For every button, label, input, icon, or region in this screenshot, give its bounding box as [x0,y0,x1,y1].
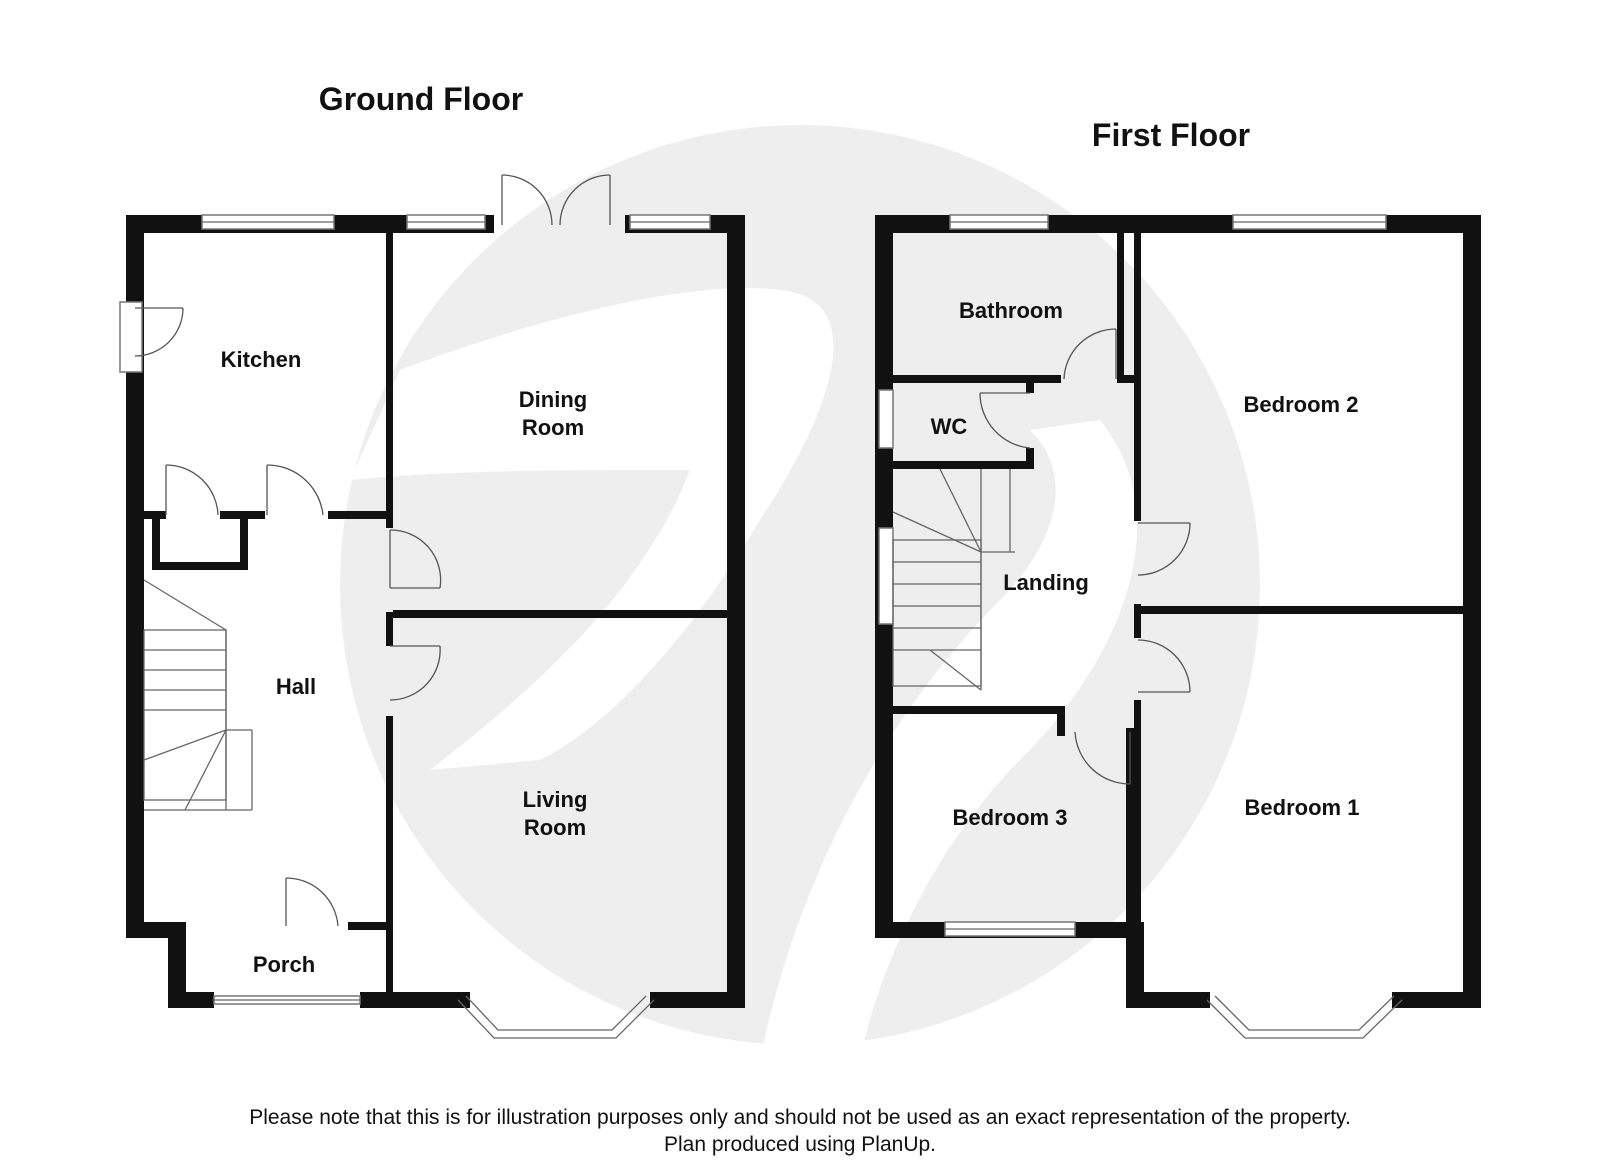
ground-floor-doors [134,174,611,927]
bedroom-1-label: Bedroom 1 [1245,795,1360,820]
ground-floor-stairs [143,579,253,811]
living-room-label-line1: Living [523,787,588,812]
first-floor-stairs [892,468,1015,691]
porch-label: Porch [253,952,315,977]
first-floor-doors [979,328,1191,785]
landing-label: Landing [1003,570,1089,595]
watermark-logo [340,125,1260,1060]
disclaimer-line-1: Please note that this is for illustratio… [249,1106,1351,1129]
bedroom-3-label: Bedroom 3 [953,805,1068,830]
disclaimer-line-2: Plan produced using PlanUp. [663,1133,936,1156]
ground-floor-windows [119,214,711,1039]
dining-room-label-line2: Room [522,415,584,440]
ground-floor-room-labels: Kitchen Dining Room Hall Living Room Por… [221,347,588,977]
bedroom-2-label: Bedroom 2 [1244,392,1359,417]
dining-room-label-line1: Dining [519,387,587,412]
wc-label: WC [931,414,968,439]
first-floor-room-labels: Bathroom WC Landing Bedroom 2 Bedroom 1 … [931,298,1360,830]
first-floor-title: First Floor [1092,117,1250,153]
hall-label: Hall [276,674,316,699]
first-floor-windows [878,214,1403,1039]
ground-floor-title: Ground Floor [319,81,523,117]
living-room-label-line2: Room [524,815,586,840]
bathroom-label: Bathroom [959,298,1063,323]
kitchen-label: Kitchen [221,347,302,372]
